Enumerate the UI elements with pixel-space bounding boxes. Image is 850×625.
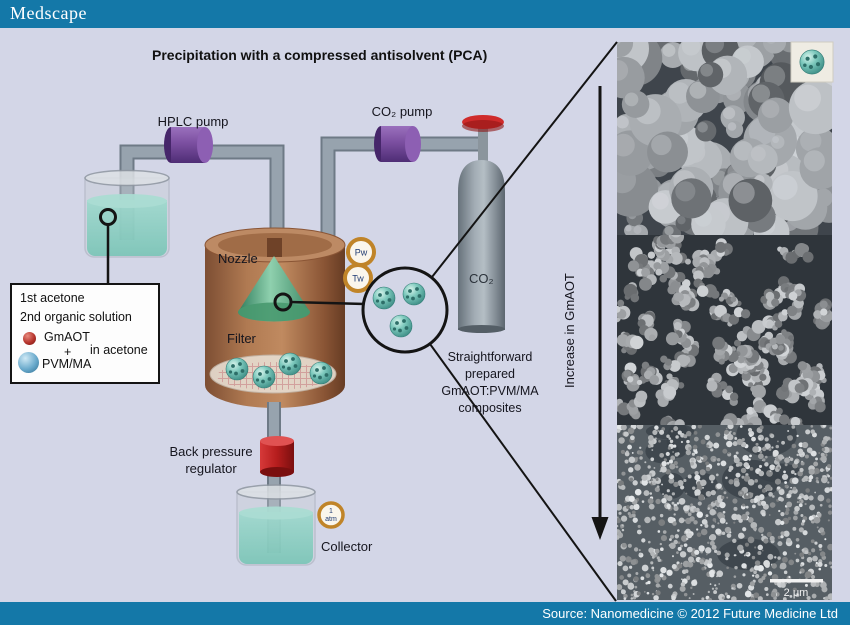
co2-pump-label: CO₂ pump bbox=[371, 104, 433, 119]
solution-callout bbox=[99, 208, 117, 283]
sem-image-low-gmaot bbox=[617, 42, 832, 235]
solution-legend-box: 1st acetone 2nd organic solution GmAOT +… bbox=[10, 283, 160, 384]
composite-particle bbox=[309, 361, 333, 385]
filter-label: Filter bbox=[227, 331, 256, 346]
gmaot-axis-label: Increase in GmAOT bbox=[562, 273, 577, 388]
composite-particle bbox=[278, 352, 302, 376]
source-credit: Source: Nanomedicine © 2012 Future Medic… bbox=[542, 606, 838, 621]
nozzle-inlet bbox=[267, 238, 282, 257]
annotation-line: prepared bbox=[464, 367, 516, 381]
pressure-temperature-gauges: Pw Tw bbox=[343, 237, 376, 293]
collector-label: Collector bbox=[321, 539, 373, 554]
hplc-pump-label: HPLC pump bbox=[157, 114, 229, 129]
composites-annotation: Straightforward prepared GmAOT:PVM/MA co… bbox=[420, 349, 560, 417]
composite-particle bbox=[252, 365, 276, 389]
tw-gauge-label: Tw bbox=[352, 274, 364, 284]
hplc-pump bbox=[164, 127, 213, 163]
composite-particle bbox=[372, 286, 396, 310]
sem-image-high-gmaot bbox=[617, 425, 832, 600]
in-acetone-label: in acetone bbox=[90, 343, 148, 357]
co2-cylinder-label: CO₂ bbox=[469, 271, 494, 286]
annotation-line: Straightforward bbox=[447, 350, 533, 364]
back-pressure-label: Back pressure regulator bbox=[169, 444, 253, 476]
collector-beaker bbox=[236, 484, 316, 566]
composite-particle bbox=[402, 282, 426, 306]
co2-cylinder: CO₂ bbox=[458, 115, 505, 333]
gmaot-label: GmAOT bbox=[44, 330, 90, 344]
annotation-line: composites bbox=[458, 401, 522, 415]
composite-particle bbox=[225, 357, 249, 381]
gmaot-sphere-icon bbox=[23, 332, 36, 345]
pvmma-sphere-icon bbox=[18, 352, 39, 373]
header-bar: Medscape bbox=[0, 0, 850, 28]
plus-sign: + bbox=[64, 345, 72, 359]
gmaot-increase-arrow bbox=[591, 86, 609, 540]
composite-particle bbox=[389, 314, 413, 338]
annotation-line: GmAOT:PVM/MA bbox=[441, 384, 539, 398]
medscape-logo: Medscape bbox=[10, 3, 87, 23]
solvent-feed-pipe bbox=[119, 144, 285, 250]
pw-gauge-label: Pw bbox=[355, 248, 368, 258]
co2-pump bbox=[374, 126, 421, 162]
legend-line-1: 1st acetone bbox=[20, 291, 85, 305]
footer-bar: Source: Nanomedicine © 2012 Future Medic… bbox=[0, 602, 850, 625]
atm-gauge: 1 atm bbox=[317, 501, 345, 529]
co2-feed-pipe bbox=[320, 136, 480, 250]
figure-title: Precipitation with a compressed antisolv… bbox=[152, 47, 488, 63]
cylinder-valve-handle bbox=[462, 115, 504, 129]
atm-gauge-unit: atm bbox=[325, 516, 337, 523]
sem-image-mid-gmaot bbox=[617, 235, 832, 425]
solvent-beaker bbox=[84, 169, 170, 258]
legend-line-2: 2nd organic solution bbox=[20, 310, 132, 324]
atm-gauge-value: 1 bbox=[329, 508, 333, 515]
back-pressure-regulator bbox=[260, 436, 294, 477]
filter-disc bbox=[209, 352, 337, 394]
pvmma-label: PVM/MA bbox=[42, 357, 92, 371]
nozzle-label: Nozzle bbox=[218, 251, 258, 266]
